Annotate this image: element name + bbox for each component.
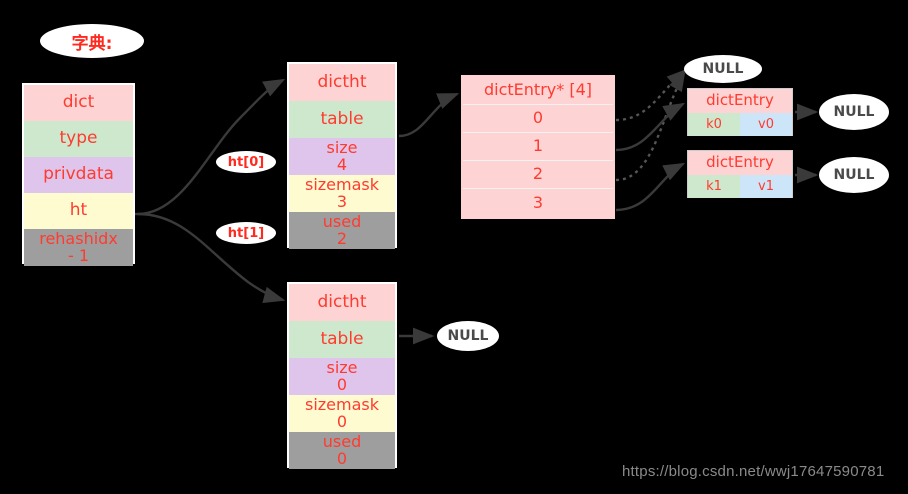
- dictentry-node-0-value: v0: [740, 113, 792, 136]
- wire-slot2-null: [615, 71, 686, 182]
- null-node-dictht1-table: NULL: [437, 321, 499, 351]
- null-node-empty-slots: NULL: [684, 55, 762, 83]
- wire-slot0-null: [615, 69, 686, 122]
- dictentry-node-0-type-label: dictEntry: [706, 91, 774, 110]
- dictht1-row-used: used 0: [289, 432, 395, 469]
- dictentry-array: dictEntry* [4] 0 1 2 3: [461, 75, 615, 219]
- dictht0-row-table: table: [289, 101, 395, 138]
- dict-row-type: type: [24, 121, 133, 157]
- dictentry-node-1-kv: k1 v1: [688, 175, 792, 198]
- dict-row-rehashidx-value: - 1: [67, 245, 90, 265]
- dictht0-struct: dictht table size 4 sizemask 3 used 2: [287, 62, 397, 249]
- dictentry-node-0-key: k0: [688, 113, 740, 136]
- dictentry-node-0: dictEntry k0 v0: [687, 88, 793, 136]
- dictentry-node-0-kv: k0 v0: [688, 113, 792, 136]
- pointer-label-ht0: ht[0]: [216, 151, 276, 173]
- dictht0-name-label: dictht: [317, 71, 367, 92]
- diagram-title-label: 字典:: [40, 24, 144, 58]
- dictht1-row-table: table: [289, 321, 395, 358]
- bucket-slot-0-label: 0: [532, 108, 544, 128]
- dict-struct: dict type privdata ht rehashidx - 1: [22, 83, 135, 266]
- bucket-slot-0: 0: [463, 105, 613, 133]
- dict-row-privdata-label: privdata: [43, 164, 114, 185]
- null-node-entry1-next: NULL: [819, 157, 889, 193]
- bucket-slot-3: 3: [463, 189, 613, 217]
- dictht1-sizemask-label: sizemask: [304, 395, 379, 414]
- dictentry-node-1: dictEntry k1 v1: [687, 150, 793, 198]
- dictht1-size-value: 0: [336, 374, 348, 394]
- dict-row-rehashidx-label: rehashidx: [39, 229, 118, 248]
- dictentry-node-1-type-label: dictEntry: [706, 153, 774, 172]
- dictentry-node-1-header: dictEntry: [688, 151, 792, 175]
- dictht1-table-label: table: [320, 328, 364, 349]
- dict-row-type-label: type: [59, 128, 98, 149]
- dict-row-dict: dict: [24, 85, 133, 121]
- dictht1-size-label: size: [326, 358, 358, 377]
- dictht0-used-value: 2: [336, 228, 348, 248]
- dictht1-struct: dictht table size 0 sizemask 0 used 0: [287, 282, 397, 469]
- dict-row-ht: ht: [24, 193, 133, 229]
- bucket-slot-1-label: 1: [532, 136, 544, 156]
- dictentry-node-1-key: k1: [688, 175, 740, 198]
- dictht0-row-used: used 2: [289, 212, 395, 249]
- wire-slot1-entry0: [615, 102, 686, 152]
- null-node-entry0-next: NULL: [819, 94, 889, 130]
- dict-row-rehashidx: rehashidx - 1: [24, 229, 133, 266]
- dictht0-sizemask-label: sizemask: [304, 175, 379, 194]
- dictht0-row-sizemask: sizemask 3: [289, 175, 395, 212]
- dictht1-used-value: 0: [336, 448, 348, 468]
- dict-row-ht-label: ht: [69, 200, 88, 221]
- dict-row-privdata: privdata: [24, 157, 133, 193]
- dictht0-table-label: table: [320, 108, 364, 129]
- dictentry-array-header-label: dictEntry* [4]: [484, 80, 592, 100]
- dict-row-dict-label: dict: [62, 92, 95, 113]
- wire-dict-ht0: [137, 78, 286, 216]
- dictht1-used-label: used: [322, 432, 362, 451]
- dictentry-node-1-value: v1: [740, 175, 792, 198]
- wire-slot3-entry1: [615, 162, 686, 212]
- dictht0-row-name: dictht: [289, 64, 395, 101]
- wire-table0-array: [398, 92, 460, 138]
- dictentry-node-0-header: dictEntry: [688, 89, 792, 113]
- bucket-slot-1: 1: [463, 133, 613, 161]
- dictht1-row-sizemask: sizemask 0: [289, 395, 395, 432]
- bucket-slot-3-label: 3: [532, 192, 544, 212]
- bucket-slot-2-label: 2: [532, 164, 544, 184]
- dictht1-row-size: size 0: [289, 358, 395, 395]
- dictht1-row-name: dictht: [289, 284, 395, 321]
- dictht0-size-label: size: [326, 138, 358, 157]
- dictht1-name-label: dictht: [317, 291, 367, 312]
- dictht1-sizemask-value: 0: [336, 411, 348, 431]
- bucket-slot-2: 2: [463, 161, 613, 189]
- pointer-label-ht1: ht[1]: [216, 222, 276, 244]
- dictht0-size-value: 4: [336, 154, 348, 174]
- dictht0-sizemask-value: 3: [336, 191, 348, 211]
- dictht0-used-label: used: [322, 212, 362, 231]
- dictht0-row-size: size 4: [289, 138, 395, 175]
- dictentry-array-header: dictEntry* [4]: [463, 77, 613, 105]
- watermark-text: https://blog.csdn.net/wwj17647590781: [622, 463, 885, 480]
